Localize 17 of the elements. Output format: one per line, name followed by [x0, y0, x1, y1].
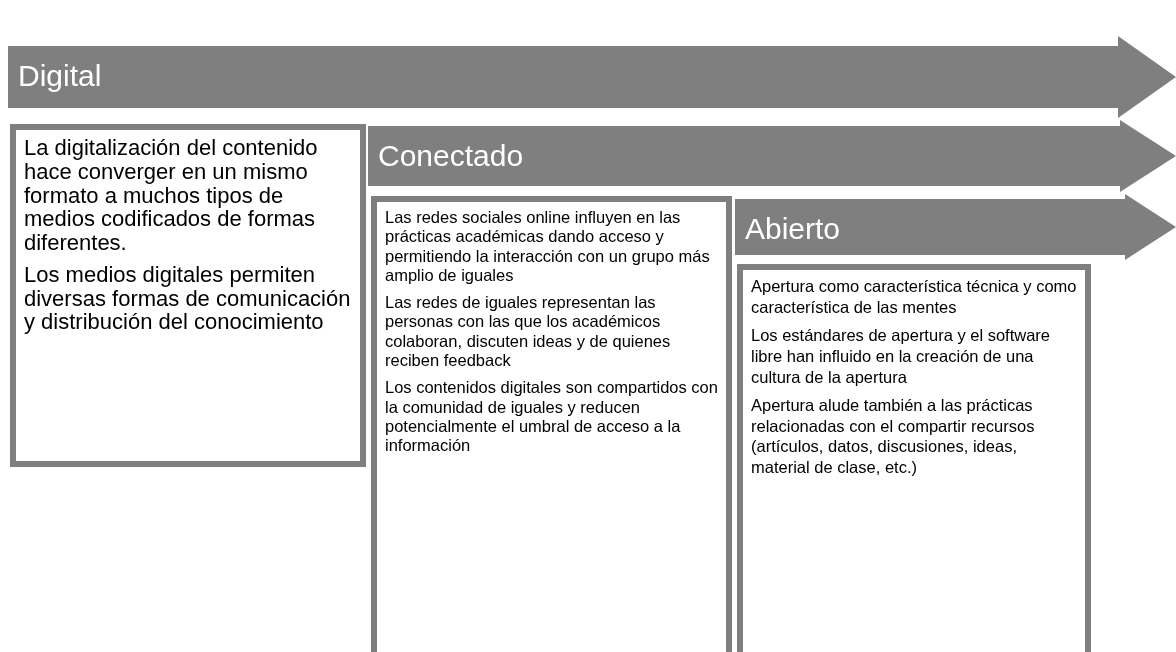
paragraph: Apertura como característica técnica y como característica de las mentes — [751, 276, 1077, 318]
stage-title: Conectado — [378, 141, 524, 171]
paragraph: Los medios digitales permiten diversas formas de comunicación y distribución del conocimiento — [24, 262, 352, 334]
paragraph: Las redes sociales online influyen en las prácticas académicas dando acceso y permitiendo la interacción con un grupo más amplio de iguales — [385, 208, 711, 286]
paragraph: Las redes de iguales representan las personas con las que los académicos colaboran, discuten ideas y de quienes reciben feedback — [385, 293, 672, 371]
stage-banner — [8, 36, 1176, 118]
paragraph: Los contenidos digitales son compartidos con la comunidad de iguales y reducen potencialmente el umbral de acceso a la información — [385, 378, 718, 456]
stage-banner — [368, 120, 1176, 192]
paragraph: La digitalización del contenido hace converger en un mismo formato a muchos tipos de medios codificados de formas diferentes. — [24, 136, 319, 255]
stage-title: Digital — [18, 61, 102, 91]
text-card — [371, 196, 732, 652]
text-card — [10, 124, 366, 467]
stage-banner — [735, 194, 1176, 260]
paragraph: Los estándares de apertura y el software libre han influido en la creación de una cultura de la apertura — [751, 325, 1051, 388]
text-card — [737, 264, 1091, 652]
paragraph: Apertura alude también a las prácticas relacionadas con el compartir recursos (artículos, datos, discusiones, ideas, material de clase, etc.) — [751, 395, 1036, 478]
stage-title: Abierto — [745, 214, 841, 244]
